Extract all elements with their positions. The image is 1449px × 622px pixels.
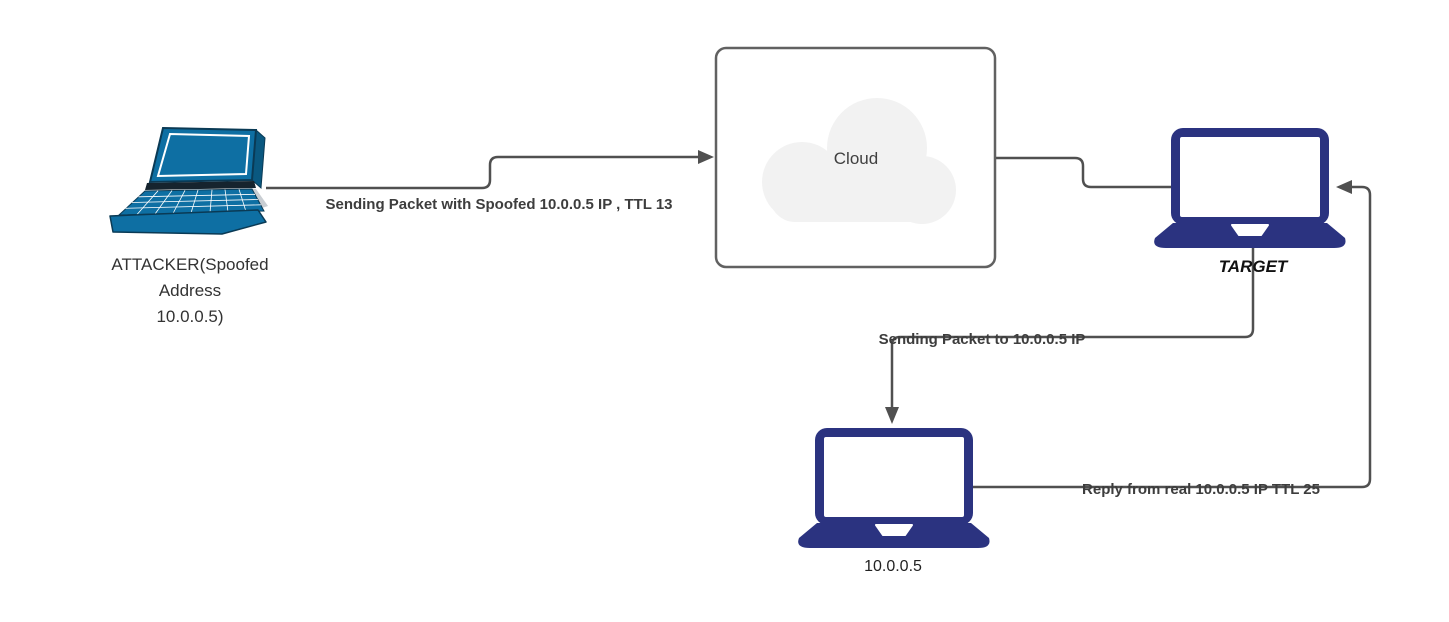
edge-cloud-to-target [995,156,1172,189]
cloud-icon [762,98,956,224]
edge-real-host-to-target [973,180,1372,489]
target-label: TARGET [1218,257,1288,276]
edge-label-target-to-real-host: Sending Packet to 10.0.0.5 IP [878,331,1086,348]
edge-target-to-real-host [885,248,1255,424]
edge-label-attacker-to-cloud: Sending Packet with Spoofed 10.0.0.5 IP … [325,196,673,213]
real-host-laptop-icon [797,427,991,549]
target-laptop-icon [1153,127,1347,249]
arrowhead-into-real-host [885,407,899,424]
edge-attacker-to-cloud [266,150,714,190]
cloud-label: Cloud [833,149,879,168]
attacker-label: ATTACKER(Spoofed Address 10.0.0.5) [111,255,269,326]
real-host-label: 10.0.0.5 [864,558,922,575]
keyboard-grid [125,189,262,215]
cloud-box [714,46,997,269]
attacker-laptop-icon [109,126,268,235]
edge-label-real-host-to-target: Reply from real 10.0.0.5 IP TTL 25 [1082,481,1320,498]
arrowhead-into-cloud [698,150,714,164]
arrowhead-into-target [1336,180,1352,194]
